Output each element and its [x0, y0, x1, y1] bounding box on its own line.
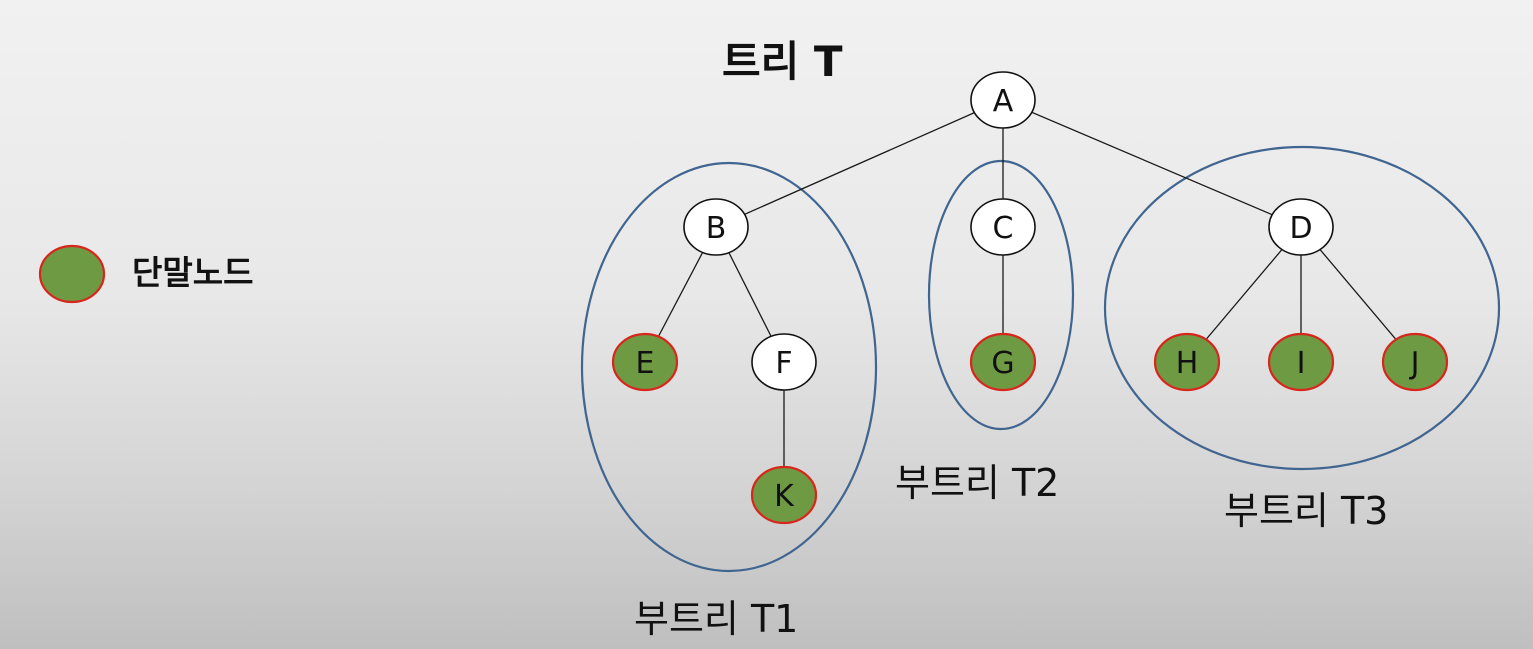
node-circle — [970, 198, 1036, 256]
node-a: A — [970, 71, 1036, 129]
node-label: G — [991, 346, 1014, 381]
node-e: E — [611, 332, 679, 392]
leaf-node-circle — [611, 332, 679, 392]
legend-label: 단말노드 — [132, 253, 253, 292]
leaf-node-circle — [1153, 332, 1221, 392]
subtree-groups — [580, 145, 1501, 573]
node-k: K — [750, 465, 818, 525]
subtree-t2-label: 부트리 T2 — [895, 461, 1059, 505]
node-i: I — [1267, 332, 1335, 392]
node-b: B — [683, 198, 749, 256]
subtree-t3-label: 부트리 T3 — [1224, 489, 1388, 533]
node-label: C — [993, 211, 1014, 246]
node-label: F — [775, 346, 792, 381]
node-h: H — [1153, 332, 1221, 392]
node-d: D — [1268, 198, 1334, 256]
node-label: I — [1297, 346, 1306, 381]
node-label: K — [774, 479, 795, 514]
node-j: J — [1381, 332, 1449, 392]
tree-edges — [644, 99, 1416, 495]
tree-nodes: A B C D E F G H I J K — [611, 71, 1449, 525]
edge-a-d — [1002, 99, 1302, 228]
node-circle — [970, 71, 1036, 129]
subtree-labels: 부트리 T1 부트리 T2 부트리 T3 — [634, 461, 1388, 641]
subtree-t1-ellipse — [580, 161, 878, 573]
leaf-node-circle — [1267, 332, 1335, 392]
node-label: E — [636, 346, 655, 381]
leaf-node-legend-swatch — [38, 244, 106, 304]
node-label: J — [1409, 346, 1420, 381]
node-label: H — [1176, 346, 1199, 381]
node-label: A — [993, 84, 1014, 119]
node-circle — [1268, 198, 1334, 256]
node-g: G — [969, 332, 1037, 392]
node-c: C — [970, 198, 1036, 256]
node-circle — [683, 198, 749, 256]
subtree-t1-label: 부트리 T1 — [634, 597, 798, 641]
node-f: F — [751, 333, 817, 391]
node-circle — [751, 333, 817, 391]
leaf-node-circle — [969, 332, 1037, 392]
legend: 단말노드 — [38, 244, 253, 304]
subtree-t2-ellipse — [927, 159, 1075, 431]
leaf-node-circle — [750, 465, 818, 525]
diagram-title: 트리 T — [722, 37, 843, 86]
node-label: D — [1289, 211, 1312, 246]
subtree-t3-ellipse — [1103, 145, 1501, 471]
edge-a-b — [715, 99, 1004, 228]
node-label: B — [706, 211, 727, 246]
leaf-node-circle — [1381, 332, 1449, 392]
